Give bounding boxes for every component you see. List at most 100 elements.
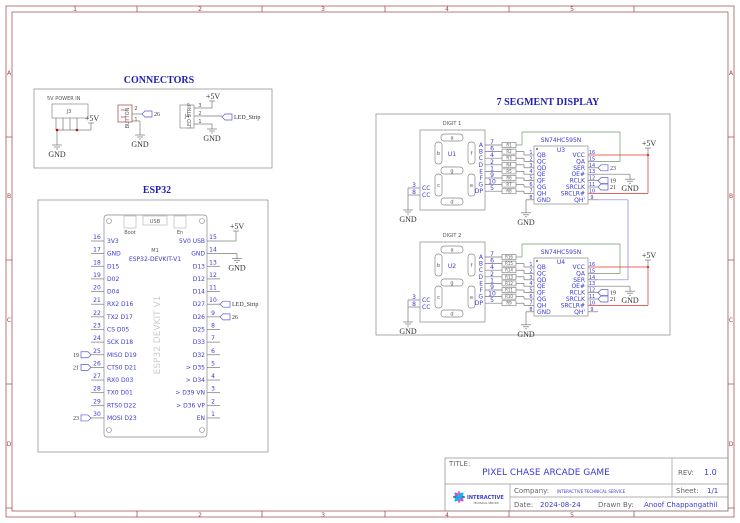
ic-ref: U4 (557, 259, 565, 266)
pin-number: 10 (488, 179, 496, 186)
pin-number: 4 (211, 373, 215, 380)
cc-label: CC (422, 185, 430, 192)
row-marker: D (729, 441, 734, 448)
column-marker: 4 (445, 6, 449, 13)
pin-number: 1 (134, 117, 137, 123)
resistor-ref: R8 (506, 189, 512, 194)
pin-number: 2 (134, 106, 137, 112)
segment-pin-name: F (480, 287, 484, 294)
srclk-net: 21 (610, 297, 616, 303)
net-flag (597, 164, 609, 172)
j3-label: 5V POWER IN (47, 96, 81, 102)
pin-number: 6 (490, 146, 494, 153)
connectors-box (33, 88, 273, 169)
pin-number: 10 (589, 300, 595, 306)
pin-name: D25 (193, 326, 205, 333)
pin-number: 10 (488, 291, 496, 298)
net-flag (219, 300, 231, 308)
segment-pin-name: B (479, 261, 483, 268)
pin-number: 2 (211, 398, 215, 405)
pin-number: 28 (93, 386, 101, 393)
segment (440, 166, 464, 175)
power-label: +5V (206, 92, 221, 101)
display-box (375, 113, 671, 336)
ic-part: SN74HC595N (541, 137, 582, 144)
segment-label: b (437, 263, 440, 269)
segment-pin-name: C (479, 267, 483, 274)
column-marker: 1 (73, 512, 77, 519)
pin-number: 22 (93, 310, 101, 317)
pin-number: 5 (490, 297, 494, 304)
segment-label: a (450, 136, 453, 142)
pin-number: 13 (589, 169, 595, 175)
pin-name: D14 (193, 289, 205, 296)
segment-label: a (450, 248, 453, 254)
logo-subtext: TECHNICAL SERVICE (473, 501, 499, 505)
resistor-ref: R2 (506, 149, 512, 154)
column-marker: 5 (570, 6, 574, 13)
pin-number: 4 (490, 264, 494, 271)
pin-number: 11 (209, 285, 217, 292)
gnd-label: GND (621, 296, 639, 305)
column-marker: 3 (321, 6, 325, 13)
pin-number: 1 (529, 150, 532, 156)
ic-pin-name: QC (537, 270, 546, 277)
button-connector (117, 104, 133, 123)
row-marker: D (7, 441, 12, 448)
segment-label: e (470, 183, 473, 189)
pin-number: 5 (529, 176, 532, 182)
rclk-net: 19 (610, 291, 616, 297)
connectors-title: CONNECTORS (124, 75, 195, 86)
rev-value: 1.0 (704, 468, 717, 477)
pin-number: 21 (93, 297, 101, 304)
pin-name: D12 (193, 276, 205, 283)
resistor-ref: R4 (506, 162, 512, 167)
drawn-value: Anoof Chappangathil (644, 501, 718, 509)
segment (467, 253, 476, 277)
resistor-ref: R16 (505, 255, 513, 260)
module-part: ESP32-DEVKIT-V1 (129, 256, 181, 263)
pin-number: 5 (211, 360, 215, 367)
ic-ref: U3 (557, 147, 565, 154)
logo-text: INTERACTIVE (467, 495, 504, 501)
pin-name: TX2 D17 (106, 314, 133, 321)
led-net: LED_Strip (234, 115, 260, 121)
digit-ref: U1 (448, 151, 456, 158)
pin-number: 12 (589, 288, 595, 294)
segment (467, 141, 476, 165)
seven-segment-display (419, 241, 486, 323)
row-marker: A (7, 70, 12, 77)
segment-pin-name: C (479, 155, 483, 162)
ic-pin-name: GND (537, 309, 551, 316)
ic-pin-name: QH (537, 302, 546, 309)
resistor-ref: R13 (505, 274, 513, 279)
segment-pin-name: DP (475, 300, 484, 307)
gnd-label: GND (48, 150, 66, 159)
power-label: +5V (642, 251, 657, 260)
pin-name: SCK D18 (107, 339, 133, 346)
segment (434, 173, 443, 197)
power-label: +5V (85, 114, 100, 123)
pin-number: 15 (589, 156, 595, 162)
segment-label: g (450, 169, 453, 175)
pin-name: D26 (193, 314, 205, 321)
net-flag (597, 183, 609, 191)
ic-pin-name: SER (573, 165, 585, 172)
ic-pin-name: QA (576, 158, 586, 165)
segment-pin-name: DP (475, 188, 484, 195)
pin-number: 4 (529, 169, 532, 175)
pin-number: 12 (589, 176, 595, 182)
pin-number: 4 (490, 152, 494, 159)
segment-pin-name: A (479, 142, 484, 149)
digit-ref: U2 (448, 263, 456, 270)
pin-number: 3 (529, 163, 532, 169)
segment-label: d (450, 200, 453, 206)
pin-name: TX0 D01 (106, 390, 133, 397)
pin-number: 20 (93, 285, 101, 292)
resistor-ref: R1 (506, 143, 512, 148)
pin-number: 23 (93, 322, 101, 329)
esp32-net: LED_Strip (232, 302, 258, 308)
ic-pin-name: SER (573, 277, 585, 284)
esp32-title: ESP32 (143, 185, 171, 196)
